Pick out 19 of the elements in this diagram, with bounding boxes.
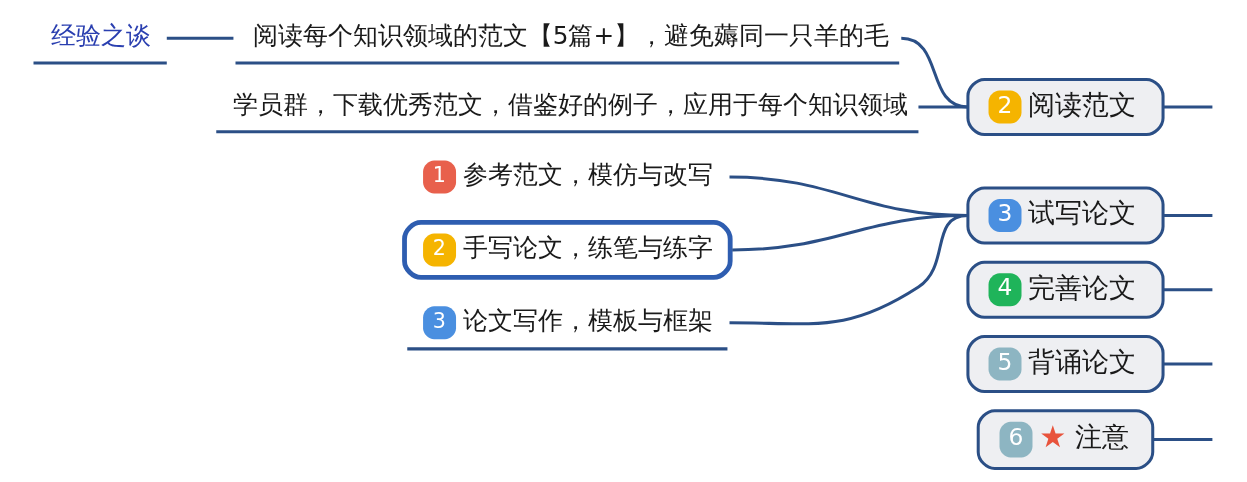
connector <box>918 105 968 109</box>
node-box: 5 背诵论文 <box>966 335 1165 393</box>
node-box: 2 阅读范文 <box>966 78 1165 136</box>
connector <box>901 36 969 109</box>
connector <box>1163 362 1213 366</box>
node-box: 3 试写论文 <box>966 186 1165 245</box>
connector <box>1163 288 1213 292</box>
node-label: 参考范文，模仿与改写 <box>462 160 713 190</box>
connector <box>1153 438 1213 442</box>
node-text: 经验之谈 <box>50 21 151 51</box>
node-box: 6 ★ 注意 <box>976 409 1155 470</box>
connector <box>729 214 969 326</box>
connector <box>1163 105 1213 109</box>
node-text: 阅读每个知识领域的范文【5篇+】，避免薅同一只羊的毛 <box>252 21 890 51</box>
connector <box>166 36 234 40</box>
node-box: 2 手写论文，练笔与练字 <box>402 220 733 280</box>
connector <box>1163 214 1213 218</box>
node-text: 学员群，下载优秀范文，借鉴好的例子，应用于每个知识领域 <box>233 90 909 120</box>
node-box: 4 完善论文 <box>966 260 1165 319</box>
